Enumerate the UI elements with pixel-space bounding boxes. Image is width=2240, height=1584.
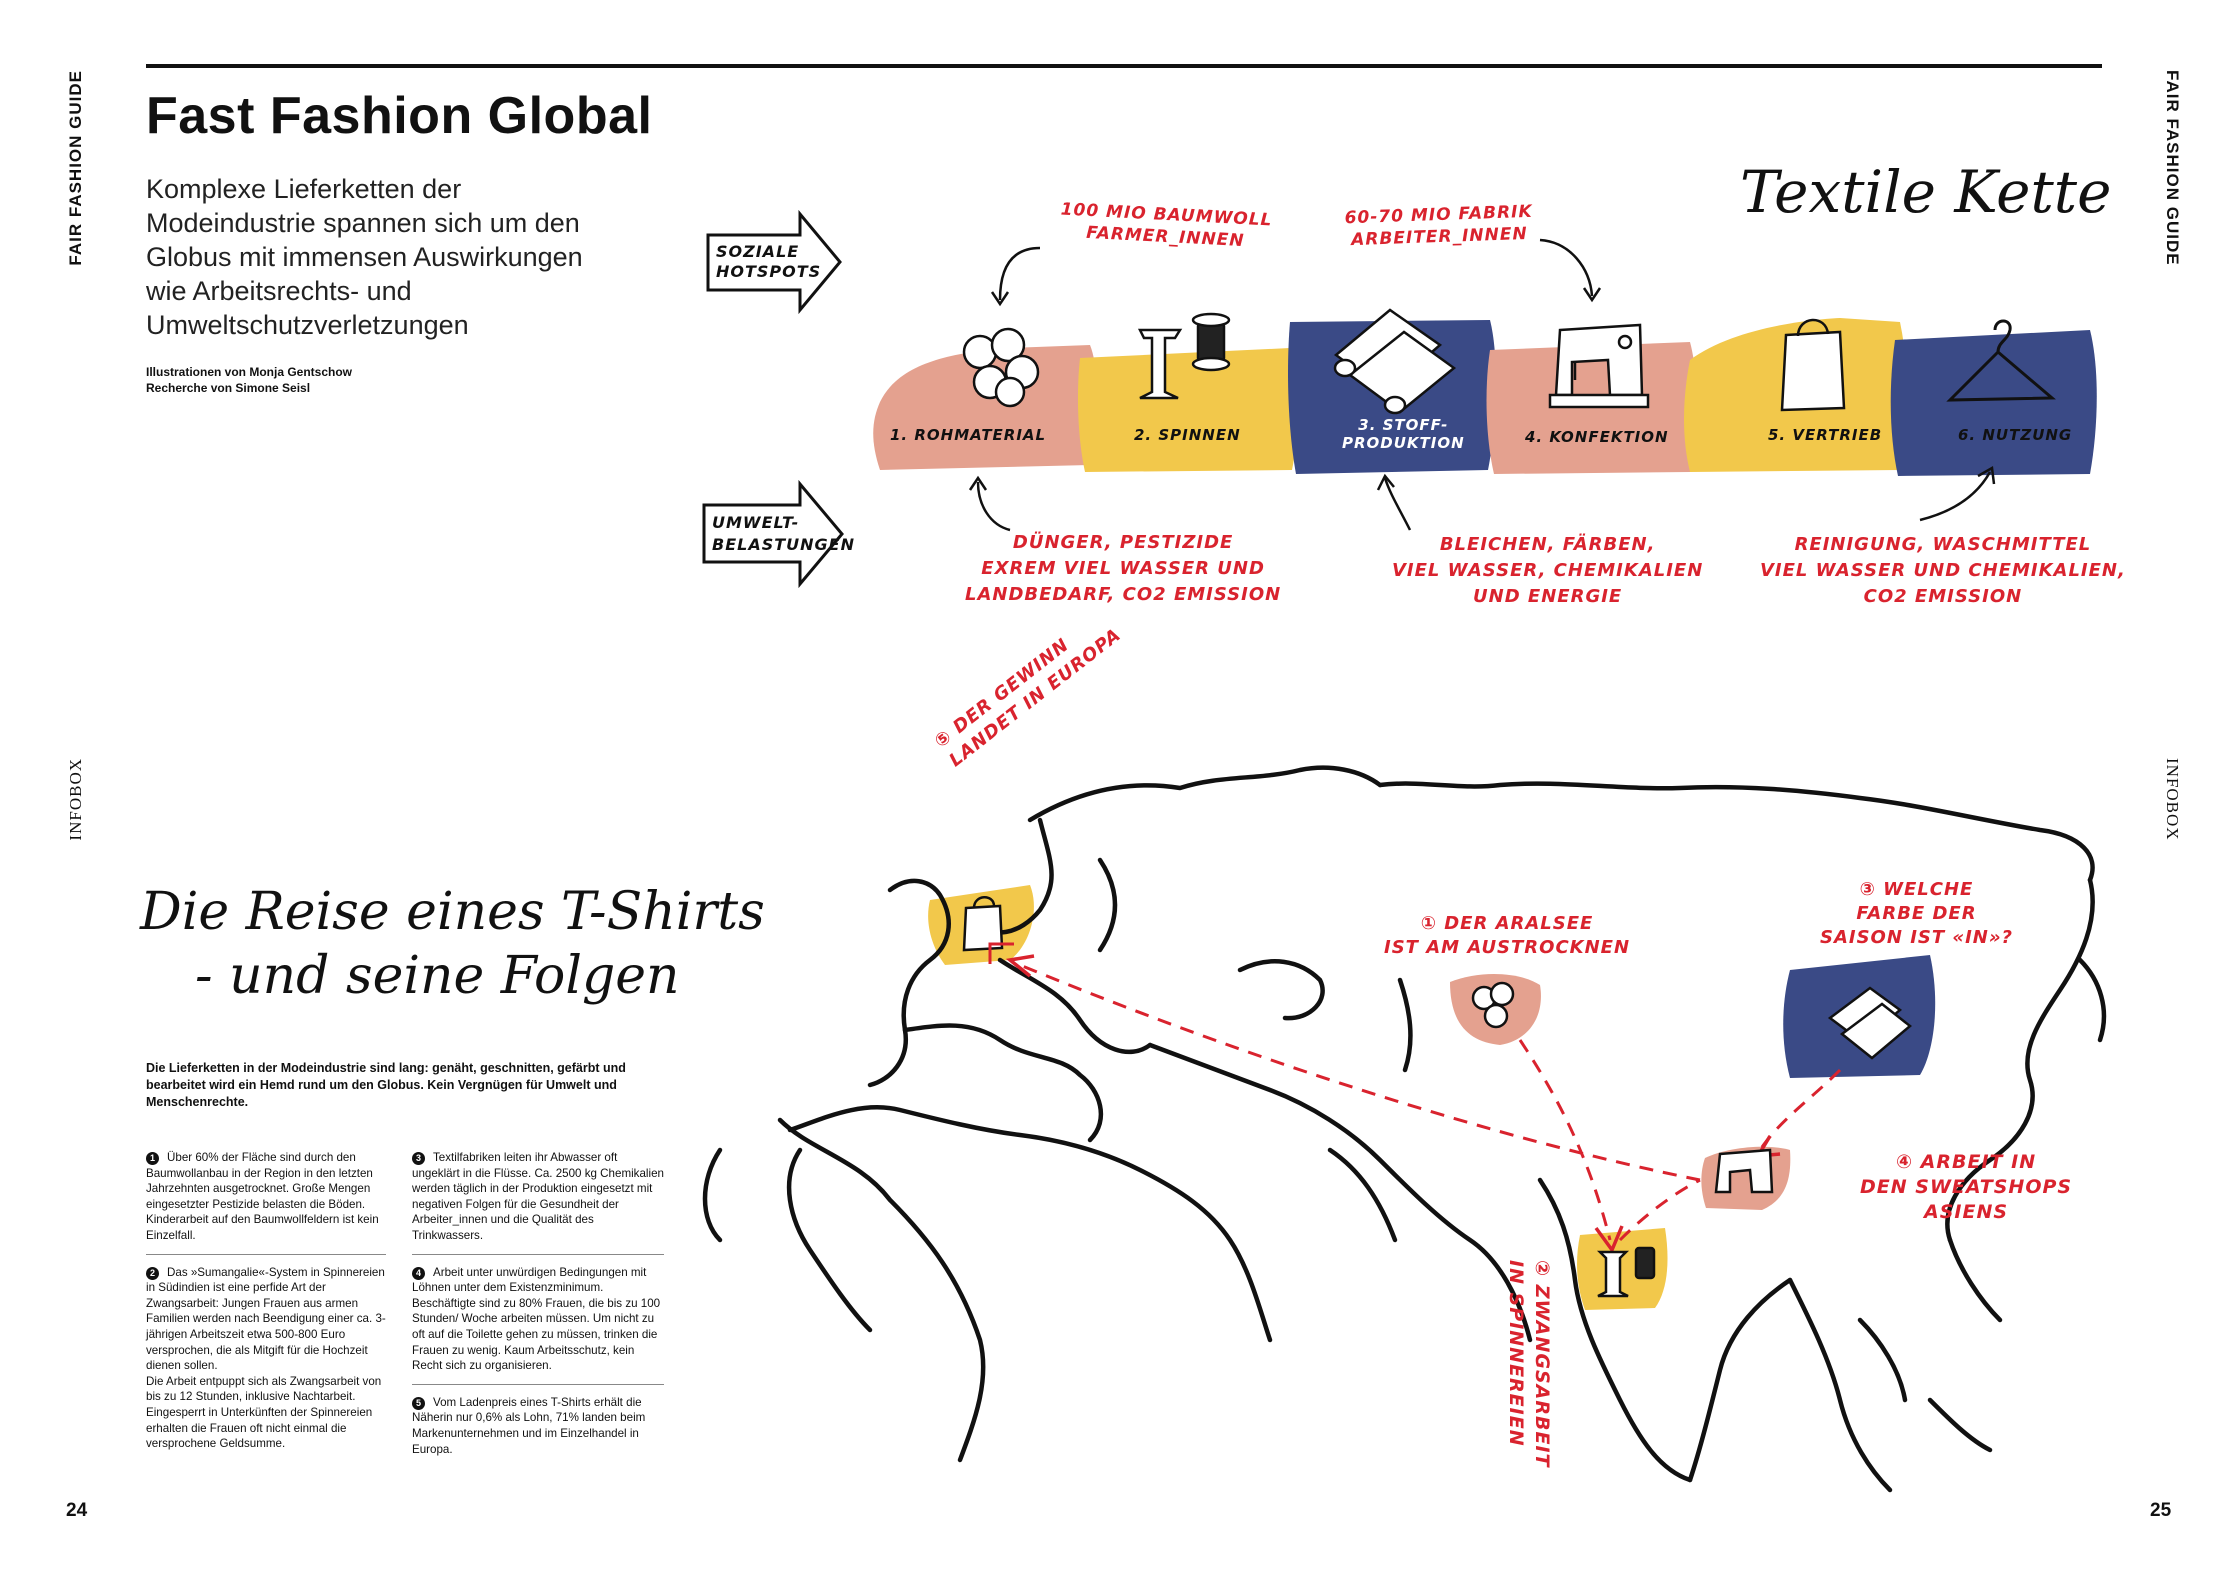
page-title: Fast Fashion Global (146, 87, 653, 145)
sewing-machine-icon (1548, 323, 1650, 409)
infobox-right: INFOBOX (2163, 758, 2182, 841)
item-divider (412, 1253, 664, 1255)
cotton-map-icon (1471, 981, 1515, 1029)
cotton-icon (962, 327, 1040, 408)
shopping-bag-map-icon (962, 896, 1004, 952)
fabric-rolls-icon (1333, 308, 1457, 415)
top-rule (146, 64, 2102, 68)
page-number-right: 25 (2150, 1500, 2172, 1521)
credit-research: Recherche von Simone Seisl (146, 381, 311, 395)
umwelt-arrow (702, 479, 844, 589)
world-map (702, 765, 2107, 1493)
step-nutzung: 6. NUTZUNG (1958, 426, 2073, 444)
red-bracket-europe (988, 942, 1014, 964)
flow-aral-to-india (1518, 1039, 1612, 1241)
sewing-machine-map-icon (1714, 1148, 1774, 1194)
flow-india-to-bangladesh (1618, 1178, 1701, 1242)
map-title: Die Reise eines T-Shirts - und seine Fol… (140, 882, 765, 1006)
infobox-intro: Die Lieferketten in der Modeindustrie si… (146, 1061, 626, 1109)
swatch-nutzung (1890, 330, 2097, 476)
lead-text: Komplexe Lieferketten der Modeindustrie … (146, 174, 583, 340)
item-divider (146, 1253, 386, 1255)
soziale-hotspots-arrow (706, 209, 842, 315)
arrow-raw (976, 481, 1011, 532)
arrow-factory (1539, 238, 1594, 297)
step-vertrieb: 5. VERTRIEB (1768, 426, 1883, 444)
arrow-fabric (1383, 477, 1412, 531)
step-stoffproduktion: 3. STOFF-PRODUKTION (1342, 416, 1465, 452)
hanger-icon (1946, 319, 2056, 402)
flow-china-to-bangladesh (1758, 1068, 1842, 1151)
textile-chain-diagram (702, 209, 2097, 589)
page-number-left: 24 (66, 1500, 88, 1521)
flow-arrowheads (1005, 954, 1781, 1254)
credit-illustration: Illustrationen von Monja Gentschow (146, 365, 353, 379)
arrow-farmers (998, 246, 1041, 301)
step-konfektion: 4. KONFEKTION (1525, 428, 1669, 446)
runner-right: FAIR FASHION GUIDE (2163, 70, 2182, 266)
fabric-map-icon (1827, 986, 1912, 1060)
umwelt-label: UMWELT-BELASTUNGEN (712, 513, 855, 554)
swatch-rohmaterial (873, 345, 1097, 470)
continent-outlines (702, 765, 2107, 1493)
flow-bangladesh-to-europe (1019, 963, 1701, 1182)
step-rohmaterial: 1. ROHMATERIAL (890, 426, 1047, 444)
swatch-spinnen (1077, 348, 1298, 472)
arrow-use (1919, 471, 1992, 522)
credits: Illustrationen von Monja Gentschow Reche… (146, 364, 352, 396)
shopping-bag-icon (1780, 318, 1846, 412)
chain-title: Textile Kette (1740, 158, 2112, 226)
note-fabric: BLEICHEN, FÄRBEN,VIEL WASSER, CHEMIKALIE… (1392, 534, 1704, 607)
item-divider (412, 1383, 664, 1385)
spool-icon (1137, 312, 1231, 400)
spool-map-icon (1596, 1246, 1656, 1298)
step-spinnen: 2. SPINNEN (1134, 426, 1241, 444)
item-2-continued: Die Arbeit entpuppt sich als Zwangsarbei… (146, 1374, 382, 1451)
